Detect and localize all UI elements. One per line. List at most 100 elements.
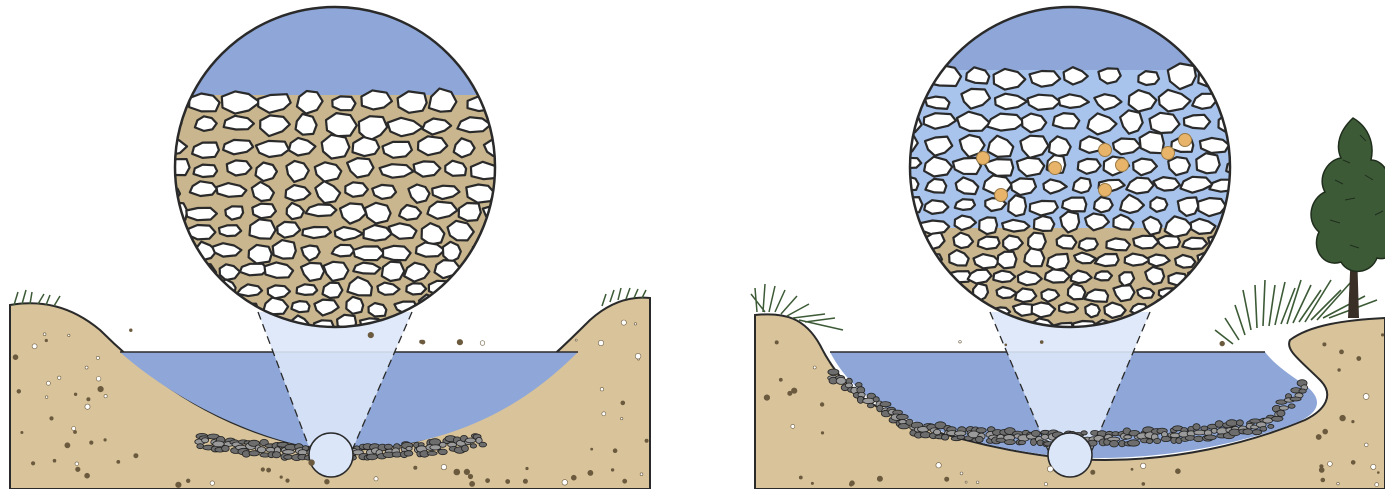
sediment-speckle <box>621 417 623 419</box>
sediment-speckle <box>117 460 120 463</box>
cobble <box>1138 71 1159 85</box>
gravel-stone <box>257 447 265 453</box>
sediment-speckle <box>976 481 979 484</box>
sediment-speckle <box>600 388 603 391</box>
sediment-speckle <box>374 477 378 481</box>
cobble <box>273 240 296 259</box>
gravel-stone <box>462 445 469 452</box>
cobble <box>435 260 461 278</box>
cobble <box>1008 195 1026 216</box>
cobble <box>1200 138 1229 153</box>
sediment-speckle <box>1141 463 1146 468</box>
cobble <box>382 262 405 281</box>
sediment-speckle <box>1175 469 1180 474</box>
sediment-speckle <box>621 401 625 405</box>
cobble <box>923 64 961 86</box>
cobble <box>188 315 208 330</box>
gravel-stone <box>976 436 984 442</box>
sediment-speckle <box>523 479 527 483</box>
gravel-stone <box>470 444 476 448</box>
cobble <box>452 280 482 295</box>
organism-dot <box>1116 159 1129 172</box>
gravel-stone <box>1226 420 1238 427</box>
gravel-stone <box>1154 438 1161 443</box>
sediment-speckle <box>134 454 138 458</box>
gravel-stone <box>283 450 295 454</box>
cobble <box>186 299 209 312</box>
gravel-stone <box>896 414 908 419</box>
cobble <box>451 302 470 313</box>
gravel-stone <box>202 438 209 443</box>
cobble <box>302 227 331 238</box>
cobble <box>491 316 518 330</box>
sediment-speckle <box>849 483 853 487</box>
sediment-speckle <box>1377 472 1379 474</box>
sediment-speckle <box>454 469 460 475</box>
cobble <box>903 289 919 301</box>
sediment-speckle <box>1381 334 1384 337</box>
cobble <box>1015 288 1036 302</box>
sediment-speckle <box>470 481 475 486</box>
gravel-stone <box>867 403 874 408</box>
cobble <box>924 200 948 214</box>
gravel-stone <box>880 402 891 407</box>
sediment-speckle <box>1321 478 1325 482</box>
cobble <box>353 246 384 260</box>
cobble <box>894 321 917 334</box>
cobble <box>250 219 276 238</box>
cobble <box>459 203 481 221</box>
organism-dot <box>977 152 990 165</box>
sediment-speckle <box>1351 460 1355 464</box>
cobble <box>895 158 921 168</box>
sediment-speckle <box>96 356 99 359</box>
cobble <box>955 199 975 210</box>
cobble <box>159 319 186 333</box>
cobble <box>1194 302 1215 318</box>
cobble <box>369 303 387 317</box>
cobble <box>895 236 921 247</box>
gravel-stone <box>439 442 446 447</box>
cobble <box>187 281 207 295</box>
sediment-speckle <box>1365 443 1369 447</box>
cobble <box>192 143 219 158</box>
cobble <box>892 96 920 111</box>
sediment-speckle <box>1220 341 1225 346</box>
sediment-speckle <box>1131 468 1133 470</box>
cobble <box>227 160 252 175</box>
gravel-stone <box>1004 440 1015 445</box>
sediment-speckle <box>1363 394 1369 400</box>
sediment-speckle <box>72 427 76 431</box>
sediment-speckle <box>210 481 214 485</box>
sediment-speckle <box>21 431 23 433</box>
sediment-speckle <box>1047 466 1053 472</box>
sediment-speckle <box>58 376 61 379</box>
gravel-stone <box>404 451 413 456</box>
cobble <box>239 318 257 334</box>
sediment-speckle <box>17 389 21 393</box>
sediment-speckle <box>464 469 470 475</box>
gravel-stone <box>1031 430 1040 436</box>
cobble <box>899 176 918 190</box>
cobble <box>919 304 936 316</box>
cobble <box>249 245 272 264</box>
sediment-speckle <box>65 443 70 448</box>
cobble <box>1059 303 1078 313</box>
sediment-speckle <box>1371 464 1376 469</box>
sediment-speckle <box>571 475 576 480</box>
sediment-speckle <box>176 482 182 488</box>
sediment-speckle <box>104 395 107 398</box>
cobble <box>326 113 357 136</box>
sediment-speckle <box>945 477 949 481</box>
cobble <box>1175 255 1195 268</box>
gravel-stone <box>1288 404 1295 408</box>
gravel-stone <box>1272 416 1283 421</box>
cobble <box>1057 235 1077 248</box>
cobble <box>897 253 922 270</box>
panel-right-open-streambed <box>745 0 1385 489</box>
cobble <box>162 264 179 277</box>
sediment-speckle <box>588 470 593 475</box>
cobble <box>998 252 1017 269</box>
sediment-speckle <box>261 468 265 472</box>
cobble <box>1221 91 1249 110</box>
sediment-speckle <box>1091 470 1095 474</box>
